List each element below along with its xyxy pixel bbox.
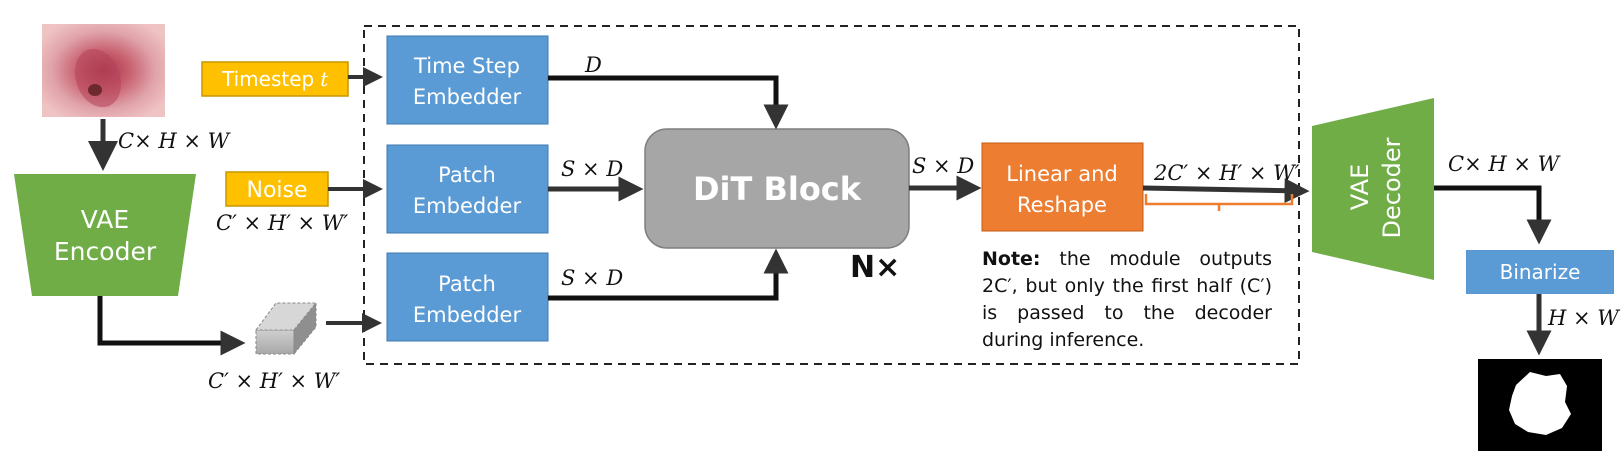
arrow-decoder-to-binarize [1434,185,1552,245]
repeat-count-label: N× [850,250,901,285]
binarize-block [1466,250,1614,294]
dit-block-label: DiT Block [693,170,862,208]
dim-patch1-out: S × D [561,157,623,181]
dim-latent: C′ × H′ × W′ [208,369,340,393]
vae-encoder-shape [14,174,196,296]
patch-embedder-1-label-1: Patch [438,163,496,187]
time-step-embedder-label-1: Time Step [413,54,520,78]
patch-embedder-2-label-2: Embedder [413,303,522,327]
note-text: Note: the module outputs 2C′, but only t… [982,246,1272,354]
latent-cube-icon [255,301,318,356]
binarize-label: Binarize [1500,260,1581,284]
note-body: the module outputs 2C′, but only the fir… [982,248,1272,351]
time-step-embedder-label-2: Embedder [413,85,522,109]
arrow-encoder-to-latent [97,296,246,356]
dim-timestep-out: D [584,53,602,77]
vae-decoder-label-1: VAE [1346,164,1374,210]
patch-embedder-1 [386,144,549,234]
dim-image-in: C× H × W [118,129,232,153]
first-half-bracket [1144,194,1294,211]
repeated-block-frame [363,25,1300,365]
noise-input [225,171,329,207]
noise-label: Noise [246,178,307,203]
patch-embedder-2-label-1: Patch [438,272,496,296]
vae-encoder-label-2: Encoder [54,237,157,266]
dim-binarize-out: H × W [1547,306,1621,330]
linear-reshape-block [981,142,1144,232]
dim-patch2-out: S × D [561,266,623,290]
dim-linear-out: 2C′ × H′ × W′ [1153,161,1300,185]
note-bold: Note: [982,248,1041,270]
patch-embedder-1-label-2: Embedder [413,194,522,218]
dim-noise: C′ × H′ × W′ [216,211,348,235]
input-lesion-image [42,24,165,117]
dim-decoder-out: C× H × W [1448,152,1562,176]
output-mask-image [1478,359,1602,451]
patch-embedder-2 [386,252,549,342]
vae-decoder-shape [1312,98,1434,280]
dim-dit-out: S × D [912,154,974,178]
arrow-timestep-to-dit [548,75,789,130]
arrow-patch2-to-dit [548,248,789,301]
linear-reshape-label-1: Linear and [1006,162,1117,186]
linear-reshape-label-2: Reshape [1017,193,1107,217]
vae-encoder-label-1: VAE [81,205,129,234]
vae-decoder-label-2: Decoder [1378,137,1406,238]
timestep-input [201,61,349,97]
arrow-linear-to-decoder [1142,178,1310,204]
time-step-embedder [386,35,549,125]
